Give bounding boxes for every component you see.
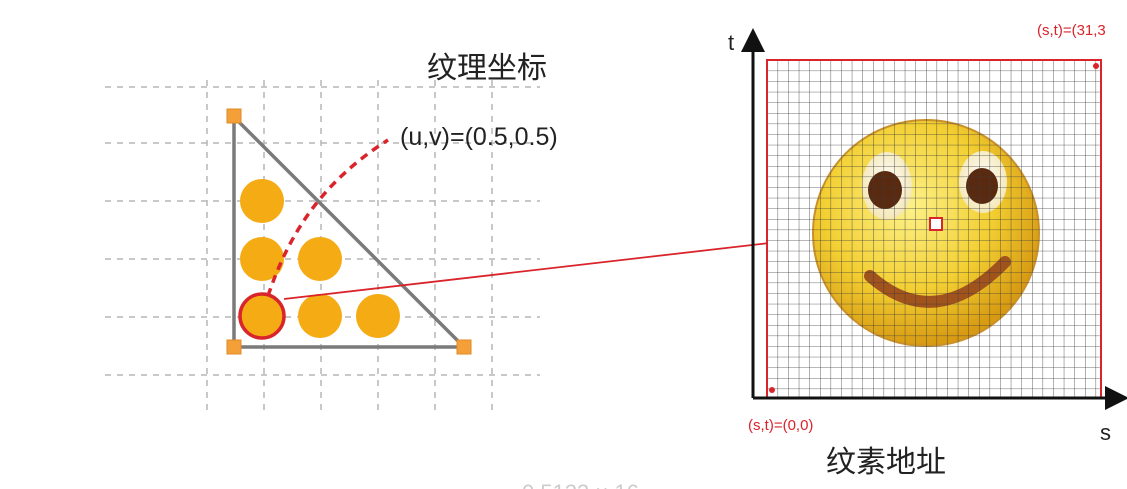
fragment-dot xyxy=(356,294,400,338)
triangle-vertices xyxy=(226,108,472,355)
s-axis-label: s xyxy=(1100,420,1111,445)
uv-coordinate-label: (u,v)=(0.5,0.5) xyxy=(400,123,558,151)
fragment-dot xyxy=(298,237,342,281)
t-axis-label: t xyxy=(728,30,734,55)
texel-address-title: 纹素地址 xyxy=(826,445,946,480)
sampled-texel-marker xyxy=(929,217,943,231)
fragment-dots xyxy=(240,179,400,338)
triangle-primitive xyxy=(232,115,466,349)
bottom-partial-text: 0.5133 × 16 xyxy=(522,480,639,489)
uv-leader-dashed-curve xyxy=(266,138,389,297)
fragment-dot xyxy=(240,179,284,223)
vertex-marker xyxy=(456,339,472,355)
texture-coords-title: 纹理坐标 xyxy=(427,51,547,86)
selected-fragment xyxy=(238,292,286,340)
max-coordinate-label: (s,t)=(31,3 xyxy=(1037,22,1106,39)
vertex-marker xyxy=(226,339,242,355)
texture-image xyxy=(766,59,1102,399)
fragment-dot xyxy=(298,294,342,338)
origin-texel-dot xyxy=(769,387,775,393)
origin-coordinate-label: (s,t)=(0,0) xyxy=(748,417,813,434)
fragment-dot xyxy=(240,237,284,281)
max-texel-dot xyxy=(1093,63,1099,69)
vertex-marker xyxy=(226,108,242,124)
